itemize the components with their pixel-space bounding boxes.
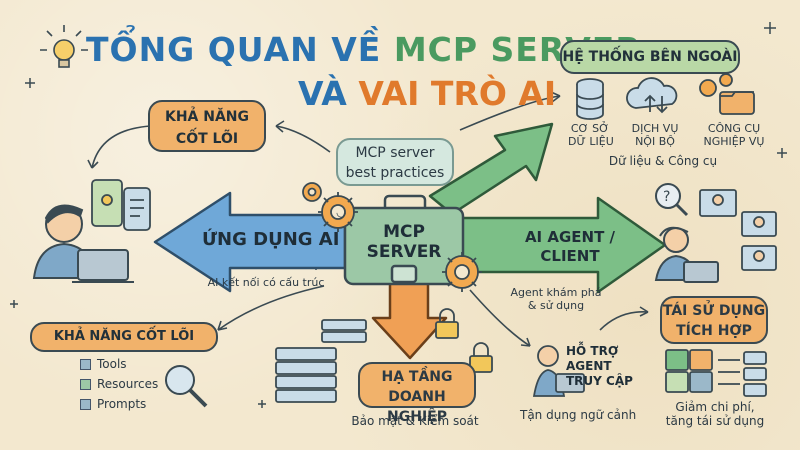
infrastructure-arrow: [371, 280, 448, 360]
external-systems-caption: Dữ liệu & Công cụ: [608, 154, 718, 168]
core-capability-top-line2: CỐT LÕI: [175, 131, 239, 147]
infrastructure-caption: Bảo mật & Kiểm soát: [351, 414, 479, 428]
cloud-service-icon: [626, 77, 678, 114]
title-line-2: VÀ VAI TRÒ AI: [298, 74, 557, 113]
external-systems-title: HỆ THỐNG BÊN NGOÀI: [560, 40, 740, 74]
core-capability-list: Tools Resources Prompts: [80, 354, 158, 414]
video-call-monitors-icon: [699, 189, 777, 271]
tools-folder-icon: [699, 73, 755, 115]
support-agent-icon: [532, 345, 585, 397]
smiley-gear-face: ◡: [336, 205, 347, 219]
core-capability-top-line1: KHẢ NĂNG: [164, 109, 250, 125]
best-practices-badge: MCP server best practices: [336, 138, 454, 186]
external-arrow: [428, 122, 554, 216]
lightbulb-icon: [40, 25, 88, 68]
mcp-server-toolbox-icon: [343, 194, 465, 286]
list-item: Prompts: [80, 394, 158, 414]
best-practices-line2: best practices: [345, 165, 445, 181]
agent-user-icon: [654, 226, 719, 283]
ai-app-caption: AI kết nối có cấu trúc: [207, 276, 325, 289]
user-with-laptop-icon: [32, 204, 134, 283]
list-item: Resources: [80, 374, 158, 394]
mobile-devices-icon: [91, 179, 151, 231]
connector-arrows: [87, 91, 649, 347]
database-icon: [576, 78, 604, 120]
lock-icon: [435, 308, 459, 339]
magnifier-icon: [165, 365, 208, 408]
title-line-1: TỔNG QUAN VỀ MCP SERVER: [86, 30, 642, 69]
core-capability-bottom-badge: KHẢ NĂNG CỐT LÕI: [30, 322, 218, 352]
search-icon: ?: [655, 183, 689, 217]
agent-caption: Agent khám phá& sử dụng: [510, 286, 602, 312]
ai-app-arrow: [153, 191, 347, 293]
server-rack-icon: [275, 319, 367, 403]
gear-icon: [442, 252, 482, 292]
core-capability-top-badge: KHẢ NĂNG CỐT LÕI: [148, 100, 266, 152]
reuse-caption: Giảm chi phí,tăng tái sử dụng: [665, 400, 765, 428]
svg-text:?: ?: [663, 189, 670, 205]
agent-client-label: AI AGENT /CLIENT: [524, 228, 616, 265]
puzzle-icon: [665, 349, 767, 397]
agent-support-caption: Tận dụng ngữ cảnh: [520, 408, 637, 422]
agent-arrow: [460, 196, 667, 294]
gear-icon: [318, 192, 358, 232]
best-practices-line1: MCP server: [355, 145, 435, 161]
gear-icon: [302, 182, 322, 202]
ai-app-label: ỨNG DỤNG AI: [202, 229, 340, 250]
list-item: Tools: [80, 354, 158, 374]
